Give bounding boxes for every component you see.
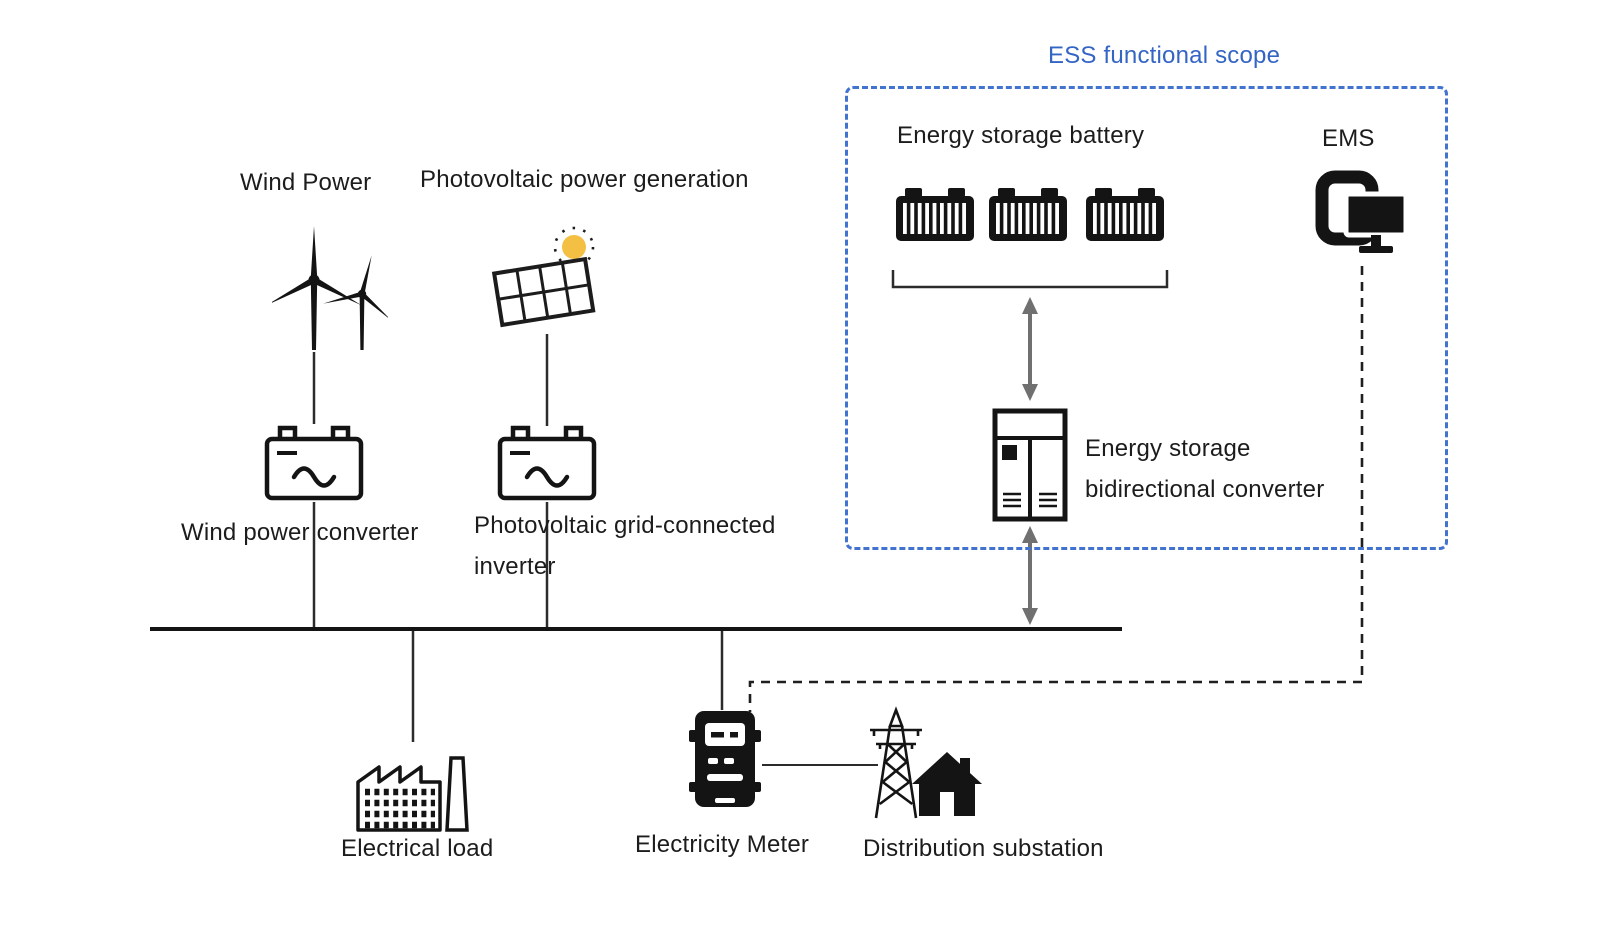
substation-door	[940, 792, 954, 816]
substation-label: Distribution substation	[863, 835, 1104, 862]
meter-display	[705, 723, 745, 746]
electricity-meter-icon	[689, 711, 761, 807]
battery-group-bracket	[891, 270, 1169, 289]
battery-icon	[1085, 186, 1165, 242]
pv-inverter-label: Photovoltaic grid-connected inverter	[474, 505, 776, 587]
factory-building	[356, 765, 442, 832]
ems-control-dashed-link	[748, 266, 1364, 712]
pv-inverter-icon	[497, 424, 597, 502]
battery-icon	[895, 186, 975, 242]
battery-converter-arrow	[1022, 297, 1038, 401]
battery-group-label: Energy storage battery	[897, 122, 1145, 149]
substation-icon	[870, 706, 982, 819]
bidirectional-converter-label-line2: bidirectional converter	[1085, 476, 1325, 503]
sun-icon	[553, 226, 595, 268]
electricity-meter-label: Electricity Meter	[635, 831, 810, 858]
factory-icon	[356, 756, 469, 832]
bidirectional-converter-label: Energy storage bidirectional converter	[1085, 428, 1324, 510]
converter-bus-arrow	[1022, 526, 1038, 625]
wind-turbine-shapes	[272, 226, 388, 350]
wind-turbine-icon	[272, 226, 388, 350]
ess-scope-title: ESS functional scope	[1048, 42, 1281, 69]
wind-converter-icon	[264, 424, 364, 502]
ems-icon	[1315, 170, 1409, 253]
converter-vents	[1003, 492, 1057, 508]
solar-panel-icon	[491, 226, 596, 328]
ems-monitor	[1343, 191, 1409, 253]
ems-label: EMS	[1322, 125, 1375, 152]
factory-chimney	[445, 756, 469, 832]
ess-scope-box	[845, 86, 1448, 550]
bidirectional-converter-icon	[992, 408, 1068, 522]
pv-inverter-label-line1: Photovoltaic grid-connected	[474, 512, 776, 539]
wind-power-label: Wind Power	[240, 169, 372, 196]
wind-converter-label: Wind power converter	[181, 519, 419, 546]
pv-generation-label: Photovoltaic power generation	[420, 166, 749, 193]
panel-grid	[491, 256, 596, 328]
pv-inverter-label-line2: inverter	[474, 553, 556, 580]
electrical-load-label: Electrical load	[341, 835, 494, 862]
battery-icon	[988, 186, 1068, 242]
bidirectional-converter-label-line1: Energy storage	[1085, 435, 1251, 462]
factory-windows	[365, 788, 435, 829]
transmission-tower	[870, 706, 922, 819]
